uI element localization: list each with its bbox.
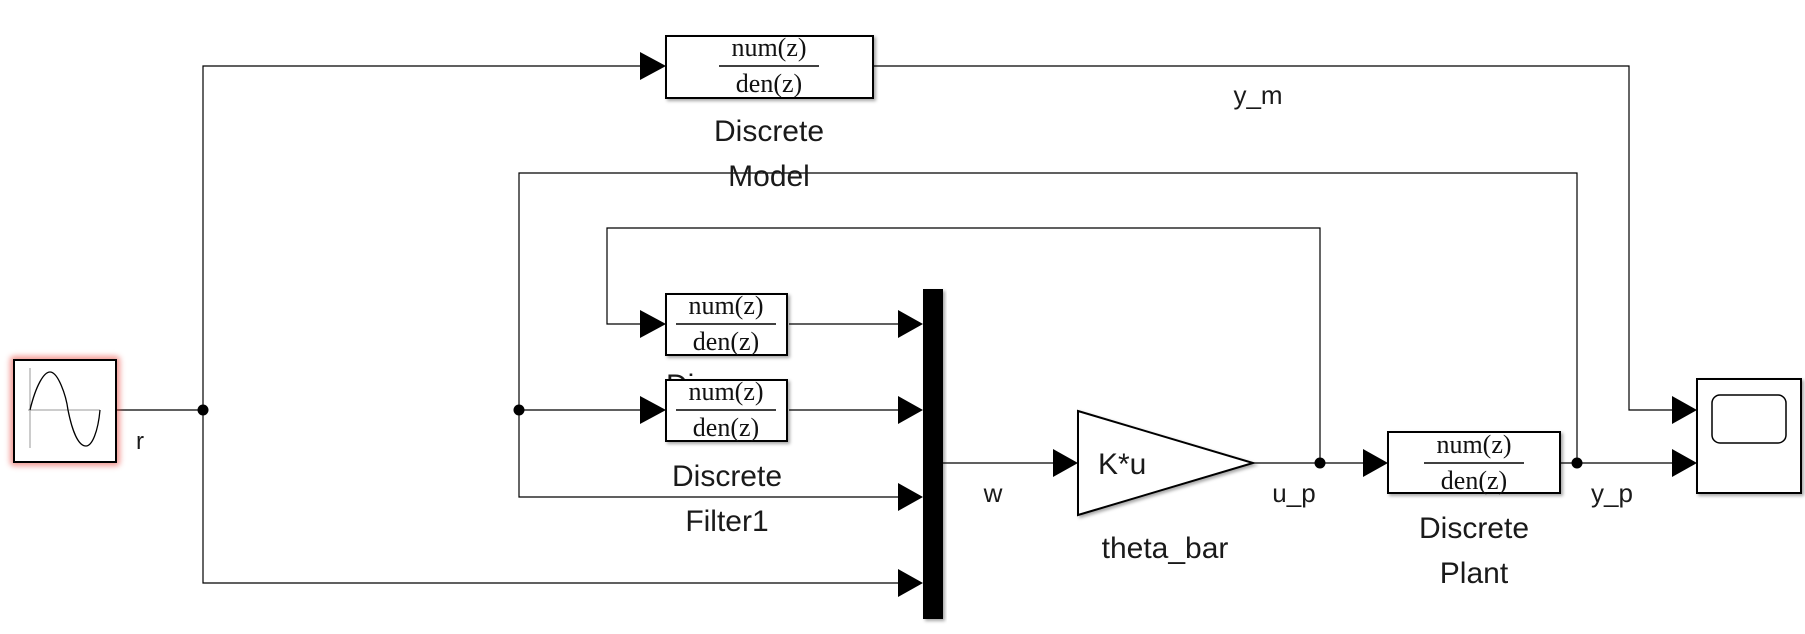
arrowhead [898, 310, 923, 338]
signal-label-y-m: y_m [1233, 80, 1282, 110]
arrowhead [1053, 449, 1078, 477]
discrete-plant-block[interactable]: num(z) den(z) [1387, 430, 1561, 495]
discrete-model-block[interactable]: num(z) den(z) [665, 33, 874, 99]
arrowhead [640, 310, 666, 338]
sine-wave-icon [28, 368, 101, 448]
signal-label-u-p: u_p [1272, 478, 1315, 508]
branch-point [1314, 457, 1326, 469]
block-name-model-line2[interactable]: Model [728, 160, 810, 193]
tf-denominator: den(z) [1441, 466, 1507, 495]
tf-numerator: num(z) [688, 377, 763, 406]
block-name-gain[interactable]: theta_bar [1102, 532, 1229, 565]
branch-point [1571, 457, 1583, 469]
signal-label-y-p: y_p [1591, 478, 1633, 508]
arrowhead [898, 396, 923, 424]
sine-wave-block-body[interactable] [13, 359, 117, 463]
scope-screen-icon [1711, 394, 1787, 444]
signal-label-r: r [136, 428, 144, 455]
branch-points [197, 404, 1583, 469]
tf-denominator: den(z) [693, 327, 759, 356]
branch-point [197, 404, 209, 416]
signal-line-y-p-feedback[interactable] [518, 172, 1578, 463]
discrete-filter-block-top[interactable]: num(z) den(z) [665, 291, 788, 356]
block-name-filter1-line2[interactable]: Filter1 [685, 505, 768, 538]
block-name-filter1-line1[interactable]: Discrete [672, 460, 782, 493]
arrowhead [1672, 396, 1697, 424]
arrowhead [640, 396, 666, 424]
signal-line-r-to-model[interactable] [202, 65, 640, 410]
signal-line-r-to-mux[interactable] [202, 410, 898, 584]
tf-numerator: num(z) [731, 33, 806, 62]
signal-line-y-m[interactable] [873, 65, 1672, 411]
block-name-plant-line1[interactable]: Discrete [1419, 512, 1529, 545]
arrowhead [1363, 449, 1388, 477]
arrowhead [1672, 449, 1697, 477]
arrowhead [898, 483, 923, 511]
gain-block[interactable]: K*u [1077, 409, 1257, 517]
gain-text: K*u [1098, 448, 1146, 481]
wires [117, 65, 1672, 584]
mux-block[interactable] [923, 289, 943, 619]
signal-label-w: w [983, 478, 1003, 508]
discrete-model-body[interactable] [665, 35, 874, 99]
block-name-model-line1[interactable]: Discrete [714, 115, 824, 148]
sine-wave-block[interactable] [10, 356, 120, 466]
tf-numerator: num(z) [1436, 430, 1511, 459]
arrowhead [898, 569, 923, 597]
signal-line-y-p-to-mux[interactable] [518, 410, 898, 498]
branch-point [513, 404, 525, 416]
scope-block[interactable] [1696, 378, 1802, 494]
gain-block-body[interactable] [1077, 409, 1257, 517]
signal-line-u-p-feedback[interactable] [606, 227, 1321, 463]
tf-denominator: den(z) [736, 69, 802, 98]
discrete-filter-block-mid[interactable]: num(z) den(z) [665, 377, 788, 442]
tf-denominator: den(z) [693, 413, 759, 442]
arrowheads [640, 52, 1697, 597]
arrowhead [640, 52, 666, 80]
block-name-plant-line2[interactable]: Plant [1440, 557, 1509, 590]
tf-numerator: num(z) [688, 291, 763, 320]
